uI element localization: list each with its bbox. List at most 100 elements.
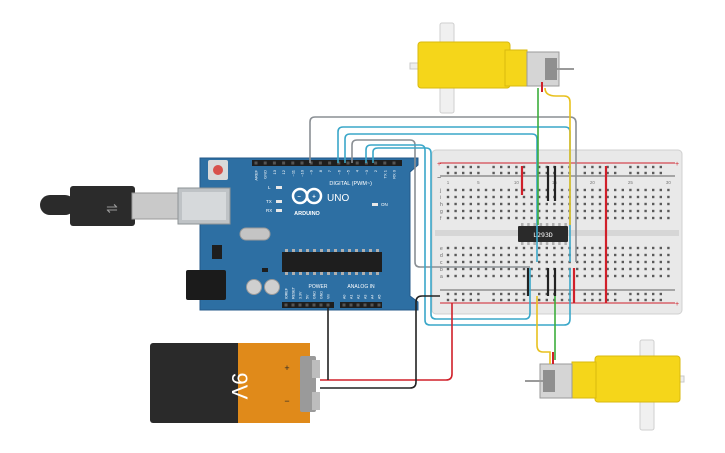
breadboard-hole — [560, 209, 564, 213]
atmega-pin — [292, 249, 295, 252]
digital-pin[interactable] — [383, 161, 387, 165]
atmega-pin — [320, 249, 323, 252]
breadboard-hole — [606, 253, 609, 257]
power-pin[interactable] — [312, 303, 316, 307]
breadboard-hole — [454, 202, 457, 206]
rail-hole — [644, 298, 647, 302]
breadboard-hole — [598, 188, 602, 192]
breadboard-hole — [530, 274, 533, 278]
rail-hole — [477, 292, 480, 296]
breadboard-hole — [629, 202, 632, 206]
analog-pin-label: A1 — [350, 295, 354, 299]
breadboard-hole — [484, 195, 488, 199]
analog-pin[interactable] — [377, 303, 381, 307]
breadboard-hole — [583, 216, 586, 220]
power-pin[interactable] — [305, 303, 309, 307]
breadboard-hole — [500, 253, 503, 257]
digital-pin[interactable] — [318, 161, 322, 165]
breadboard-hole — [462, 246, 465, 250]
digital-pin[interactable] — [300, 161, 304, 165]
breadboard-hole — [507, 253, 510, 257]
battery-minus-label: − — [284, 396, 289, 406]
breadboard-hole — [576, 209, 579, 213]
power-pin[interactable] — [319, 303, 323, 307]
atmega-pin — [341, 272, 344, 275]
breadboard-hole — [446, 188, 450, 192]
power-pin[interactable] — [326, 303, 330, 307]
analog-pin-label: A0 — [343, 295, 347, 299]
battery-plus-label: + — [284, 363, 289, 373]
analog-pin[interactable] — [363, 303, 367, 307]
battery-9v[interactable]: 9V + − — [150, 343, 320, 423]
rail-hole — [500, 292, 503, 296]
svg-text:−: − — [297, 195, 301, 201]
dc-motor-bottom[interactable] — [525, 339, 685, 431]
dc-motor-top[interactable] — [409, 22, 574, 114]
breadboard-hole — [545, 195, 548, 199]
analog-pin[interactable] — [370, 303, 374, 307]
digital-pin[interactable] — [291, 161, 295, 165]
breadboard-hole — [530, 267, 533, 271]
breadboard-hole — [530, 202, 533, 206]
l293d-chip[interactable]: L293D — [518, 223, 568, 245]
analog-pin-label: A4 — [371, 295, 375, 299]
breadboard-hole — [583, 274, 586, 278]
analog-pin[interactable] — [342, 303, 346, 307]
breadboard-hole — [469, 260, 472, 264]
breadboard-hole — [644, 260, 647, 264]
digital-pin[interactable] — [328, 161, 332, 165]
breadboard-hole — [591, 274, 594, 278]
breadboard-hole — [652, 274, 655, 278]
digital-pin-label: ~6 — [336, 169, 341, 174]
status-leds: L TX RX ON — [266, 185, 388, 213]
power-pin[interactable] — [298, 303, 302, 307]
rail-hole — [598, 298, 602, 302]
breadboard-hole — [446, 216, 450, 220]
breadboard-hole — [462, 202, 465, 206]
breadboard-hole — [583, 195, 586, 199]
digital-pin[interactable] — [254, 161, 258, 165]
breadboard-hole — [652, 253, 655, 257]
breadboard-hole — [454, 195, 457, 199]
digital-pin[interactable] — [392, 161, 396, 165]
atmega-pin — [285, 249, 288, 252]
analog-pin[interactable] — [356, 303, 360, 307]
breadboard-hole — [530, 253, 533, 257]
rail-hole — [636, 165, 640, 169]
breadboard-hole — [621, 267, 624, 271]
breadboard-hole — [469, 274, 472, 278]
digital-pin[interactable] — [355, 161, 359, 165]
power-pin[interactable] — [284, 303, 288, 307]
breadboard-hole — [583, 253, 586, 257]
breadboard-hole — [500, 260, 503, 264]
breadboard-hole — [500, 195, 503, 199]
breadboard-hole — [446, 202, 450, 206]
digital-pin[interactable] — [263, 161, 267, 165]
digital-pin[interactable] — [374, 161, 378, 165]
atmega-pin — [376, 249, 379, 252]
rail-hole — [591, 171, 594, 175]
breadboard-hole — [477, 188, 480, 192]
atmega-pin — [369, 249, 372, 252]
power-pin[interactable] — [291, 303, 295, 307]
rail-hole — [515, 292, 518, 296]
rail-hole — [500, 165, 503, 169]
breadboard-hole — [462, 195, 465, 199]
rail-hole — [515, 298, 518, 302]
digital-pin[interactable] — [282, 161, 286, 165]
power-pin-label: RESET — [292, 286, 296, 299]
atmega-pin — [299, 272, 302, 275]
digital-pin[interactable] — [309, 161, 313, 165]
rail-hole — [515, 165, 518, 169]
breadboard-hole — [530, 209, 533, 213]
rail-hole — [454, 165, 457, 169]
digital-pin[interactable] — [346, 161, 350, 165]
rail-hole — [545, 298, 548, 302]
analog-pin[interactable] — [349, 303, 353, 307]
rail-hole — [598, 171, 602, 175]
breadboard-hole — [500, 202, 503, 206]
power-wires — [320, 295, 453, 389]
rail-hole — [507, 298, 510, 302]
digital-pin[interactable] — [272, 161, 276, 165]
